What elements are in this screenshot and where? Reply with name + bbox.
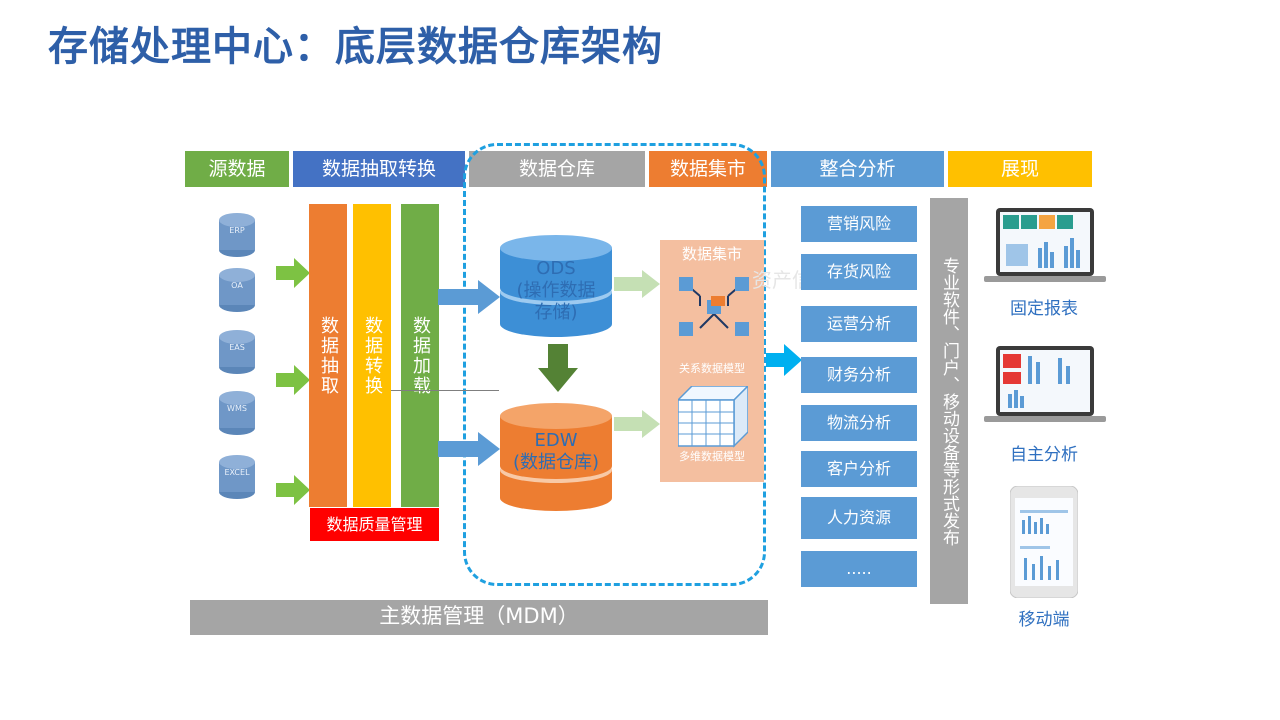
analysis-item: 客户分析 (801, 451, 917, 487)
edw-line1: EDW (534, 430, 578, 451)
header-present: 展现 (948, 151, 1092, 187)
relational-model-label: 关系数据模型 (679, 362, 745, 375)
source-erp: ERP (217, 210, 257, 260)
analysis-item: 财务分析 (801, 357, 917, 393)
arrow-right-icon (276, 365, 310, 395)
ods-label: ODS (操作数据 存储) (496, 258, 616, 324)
source-label: EXCEL (224, 468, 250, 477)
analysis-item: 物流分析 (801, 405, 917, 441)
etl-transform: 数据转换 (353, 204, 391, 507)
relational-model-icon (679, 277, 749, 336)
analysis-item: ..... (801, 551, 917, 587)
etl-load: 数据加载 (401, 204, 439, 507)
ods-line1: ODS (536, 258, 576, 279)
publish-bar: 专业软件、门户、移动设备等形式发布 (930, 198, 968, 604)
source-label: WMS (227, 404, 247, 413)
data-mart-title: 数据集市 (681, 245, 742, 263)
mobile-phone-icon (1010, 486, 1078, 598)
ods-line3: 存储) (534, 302, 578, 323)
edw-label: EDW (数据仓库) (496, 430, 616, 474)
dw-boundary (463, 143, 766, 586)
source-wms: WMS (217, 388, 257, 438)
arrow-right-icon (276, 258, 310, 288)
analysis-item: 运营分析 (801, 306, 917, 342)
divider (391, 390, 499, 391)
edw-line2: (数据仓库) (512, 452, 600, 473)
cube-icon (678, 386, 748, 448)
ods-database (500, 235, 612, 337)
database-icon (219, 330, 255, 374)
source-eas: EAS (217, 327, 257, 377)
source-excel: EXCEL (217, 452, 257, 502)
header-dw: 数据仓库 (469, 151, 645, 187)
laptop-icon (984, 208, 1106, 282)
present-fixed-report: 固定报表 (1010, 299, 1078, 319)
source-label: EAS (229, 343, 245, 352)
data-quality-box: 数据质量管理 (310, 508, 439, 541)
database-icon (219, 213, 255, 257)
header-analysis: 整合分析 (771, 151, 944, 187)
database-icon (219, 391, 255, 435)
present-self-analysis: 自主分析 (1010, 445, 1078, 465)
header-source: 源数据 (185, 151, 289, 187)
data-mart-box: 数据集市 关系数据模型 多维数据模型 (660, 240, 764, 482)
header-etl: 数据抽取转换 (293, 151, 465, 187)
source-label: ERP (229, 226, 245, 235)
ods-line2: (操作数据 (516, 280, 596, 301)
arrow-down-icon (538, 344, 578, 392)
arrow-right-icon (614, 410, 660, 438)
database-icon (219, 268, 255, 312)
present-mobile: 移动端 (1018, 610, 1070, 630)
laptop-icon (984, 346, 1106, 422)
arrow-right-icon (766, 344, 802, 376)
arrow-right-icon (438, 280, 500, 314)
arrow-right-icon (614, 270, 660, 298)
source-oa: OA (217, 265, 257, 315)
arrow-right-icon (438, 432, 500, 466)
etl-extract: 数据抽取 (309, 204, 347, 507)
arrow-right-icon (276, 475, 310, 505)
header-mart: 数据集市 (649, 151, 767, 187)
database-icon (219, 455, 255, 499)
analysis-item: 存货风险 (801, 254, 917, 290)
source-label: OA (231, 281, 243, 290)
mdm-bar: 主数据管理（MDM） (190, 600, 768, 635)
cube-model-label: 多维数据模型 (679, 450, 745, 463)
analysis-item: 人力资源 (801, 497, 917, 539)
edw-database (500, 403, 612, 511)
page-title: 存储处理中心：底层数据仓库架构 (48, 24, 663, 70)
analysis-item: 营销风险 (801, 206, 917, 242)
